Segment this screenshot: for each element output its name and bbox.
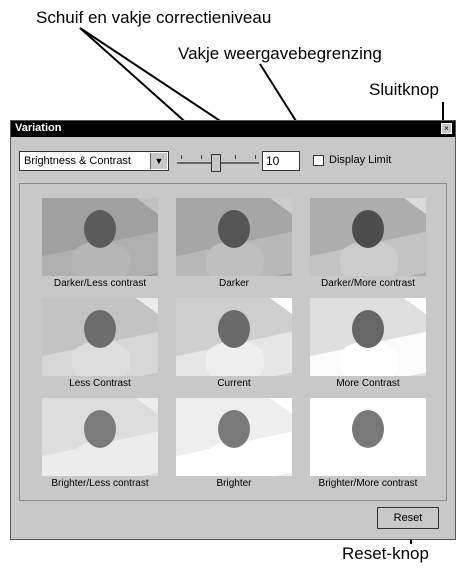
variation-thumbnail[interactable]: [310, 198, 426, 276]
display-limit-label: Display Limit: [329, 154, 392, 166]
variation-caption: Brighter/More contrast: [318, 478, 418, 489]
variation-cell[interactable]: Brighter/Less contrast: [38, 398, 162, 494]
variation-cell[interactable]: More Contrast: [306, 298, 430, 394]
variation-window: Variation × Brightness & Contrast ▼ 10 D…: [10, 120, 456, 540]
variation-thumbnail[interactable]: [42, 298, 158, 376]
annotation-reset-button: Reset-knop: [342, 544, 429, 563]
variation-cell[interactable]: Brighter: [172, 398, 296, 494]
title-bar: Variation ×: [11, 121, 455, 137]
variation-caption: Darker/More contrast: [321, 278, 415, 289]
variation-caption: Brighter: [216, 478, 252, 489]
variation-cell[interactable]: Brighter/More contrast: [306, 398, 430, 494]
variation-cell-current[interactable]: Current: [172, 298, 296, 394]
variation-thumbnail[interactable]: [176, 398, 292, 476]
close-icon: ×: [444, 124, 449, 133]
slider-tick: [235, 155, 236, 159]
window-title: Variation: [15, 122, 62, 134]
variation-cell[interactable]: Darker: [172, 198, 296, 294]
variation-cell[interactable]: Darker/More contrast: [306, 198, 430, 294]
annotation-display-limit: Vakje weergavebegrenzing: [178, 44, 382, 63]
correction-level-input[interactable]: 10: [262, 151, 300, 171]
variation-thumbnail[interactable]: [42, 398, 158, 476]
variation-thumbnail[interactable]: [310, 298, 426, 376]
variation-thumbnail[interactable]: [310, 398, 426, 476]
dropdown-value: Brightness & Contrast: [24, 155, 131, 167]
reset-button[interactable]: Reset: [377, 507, 439, 529]
variations-panel: Darker/Less contrast Darker Darker/More …: [19, 183, 447, 501]
correction-level-slider-thumb[interactable]: [211, 154, 221, 172]
display-limit-checkbox[interactable]: [313, 155, 324, 166]
slider-tick: [181, 155, 182, 159]
variation-caption: More Contrast: [336, 378, 400, 389]
slider-tick: [201, 155, 202, 159]
variation-thumbnail[interactable]: [176, 298, 292, 376]
variation-cell[interactable]: Darker/Less contrast: [38, 198, 162, 294]
variation-thumbnail[interactable]: [42, 198, 158, 276]
variation-thumbnail[interactable]: [176, 198, 292, 276]
variation-caption: Darker/Less contrast: [53, 278, 147, 289]
variation-caption: Less Contrast: [69, 378, 131, 389]
variation-caption: Darker: [218, 278, 249, 289]
annotation-slider-and-box: Schuif en vakje correctieniveau: [36, 8, 272, 27]
close-button[interactable]: ×: [441, 123, 452, 134]
variation-caption: Current: [217, 378, 251, 389]
variation-cell[interactable]: Less Contrast: [38, 298, 162, 394]
annotation-close-button: Sluitknop: [369, 80, 439, 99]
chevron-down-icon[interactable]: ▼: [150, 153, 167, 169]
variation-type-dropdown[interactable]: Brightness & Contrast ▼: [19, 151, 169, 171]
variation-caption: Brighter/Less contrast: [51, 478, 149, 489]
slider-tick: [255, 155, 256, 159]
